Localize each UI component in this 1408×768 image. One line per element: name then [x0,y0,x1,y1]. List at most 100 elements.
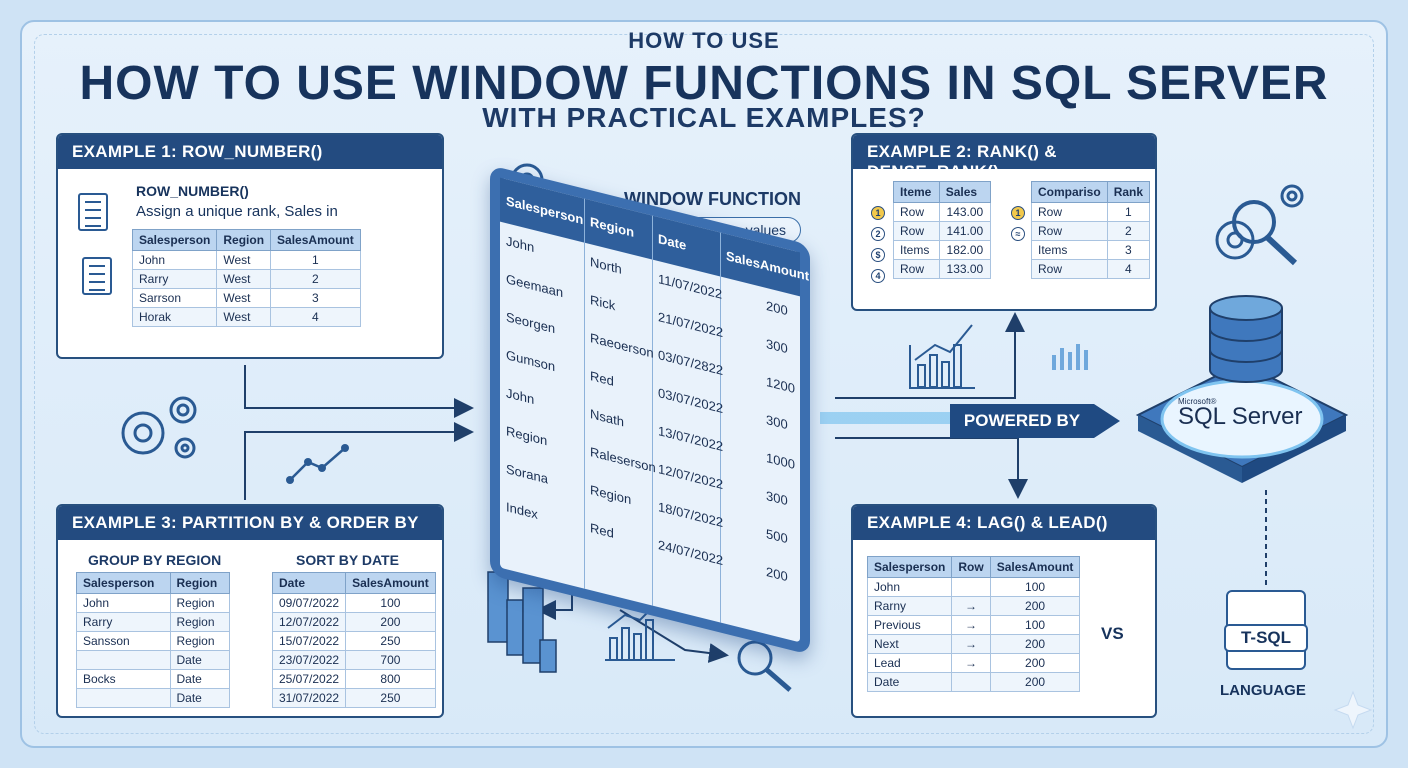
screen-cell: 03/07/2822 [658,346,724,379]
table-cell: Previous [866,615,953,635]
table-cell: Date [169,650,230,670]
table-cell: Region [169,631,230,651]
table-cell: Row [1031,202,1108,222]
screen-cell: North [590,254,622,277]
table-cell: Bocks [76,669,171,689]
screen-cell: 12/07/2022 [658,460,724,493]
inner-frame [34,34,1374,734]
window-function-label: WINDOW FUNCTION [624,189,801,209]
table-cell: Sansson [76,631,171,651]
table-cell: 3 [1106,240,1151,260]
table-cell: Rarny [866,596,953,616]
screen-cell: Gumson [506,347,556,375]
medal-icon: 2 [871,227,885,241]
column-header: Region [216,229,272,251]
page-title: HOW TO USE WINDOW FUNCTIONS IN SQL SERVE… [79,57,1329,110]
screen-cell: Seorgen [506,309,556,337]
medal-icon: 4 [871,269,885,283]
screen-cell: Red [590,368,614,389]
column-header: Region [169,572,230,594]
table-cell: 12/07/2022 [271,612,347,632]
list-document-icon [82,257,112,295]
table-cell: Rarry [131,269,218,289]
screen-cell: 500 [766,525,788,547]
column-header: Date [271,572,347,594]
table-cell: Lead [866,653,953,673]
table-cell [76,650,171,670]
table-cell: Region [169,593,230,613]
table-cell: West [216,269,272,289]
table-cell: 2 [270,269,361,289]
column-header: Rank [1106,181,1151,203]
screen-cell: 300 [766,487,788,509]
table-cell: Row [1031,259,1108,279]
table-cell: Region [169,612,230,632]
screen-cell: 300 [766,411,788,433]
table-cell: 200 [989,653,1081,673]
screen-cell: 300 [766,335,788,357]
screen-cell: Rick [590,292,616,314]
column-header: SalesAmount [345,572,436,594]
screen-cell: Raleserson [590,444,656,476]
table-cell: 200 [345,612,436,632]
example-3-panel: EXAMPLE 3: PARTITION BY & ORDER BY GROUP… [56,504,444,718]
screen-cell: Region [590,482,632,508]
table-cell: 09/07/2022 [271,593,347,613]
page-subtitle: WITH PRACTICAL EXAMPLES? [482,102,926,133]
tsql-document-icon: T-SQL [1224,590,1308,670]
table-row: Next→200 [866,634,1081,654]
table-row: Date [76,688,230,708]
table-cell: 4 [270,307,361,327]
table-cell: 15/07/2022 [271,631,347,651]
table-cell: 25/07/2022 [271,669,347,689]
table-cell: John [131,250,218,270]
database-icon [1209,295,1283,383]
screen-cell: 1000 [766,449,795,473]
screen-cell: John [506,233,535,256]
table-cell: Date [169,688,230,708]
screen-cell: Sorana [506,461,548,487]
column-header: Salesperson [76,572,171,594]
screen-cell: 13/07/2022 [658,422,724,455]
table-cell: 1 [1106,202,1151,222]
table-cell: 700 [345,650,436,670]
medal-icon: $ [871,248,885,262]
screen-cell: 03/07/2022 [658,384,724,417]
table-cell: 100 [989,615,1081,635]
table-cell: 182.00 [938,240,992,260]
table-cell: Horak [131,307,218,327]
server-brand: Microsoft® [1178,397,1217,406]
table-cell: Sarrson [131,288,218,308]
table-row: Rarny→200 [866,596,1081,616]
table-cell: Items [1031,240,1108,260]
column-header: Salesperson [866,556,953,578]
table-cell: 3 [270,288,361,308]
screen-cell: Geemaan [506,271,564,301]
title-pre: HOW TO USE [628,28,780,53]
dense-rank-medals: 1≈ [1011,203,1029,287]
table-cell: 133.00 [938,259,992,279]
table-cell: 2 [1106,221,1151,241]
sort-by-label: SORT BY DATE [296,552,399,568]
example-1-header: EXAMPLE 1: ROW_NUMBER() [58,135,442,169]
screen-cell: 200 [766,297,788,319]
column-header: SalesAmount [989,556,1081,578]
table-cell: 200 [989,672,1081,692]
table-cell: → [951,634,991,654]
table-cell: 141.00 [938,221,992,241]
